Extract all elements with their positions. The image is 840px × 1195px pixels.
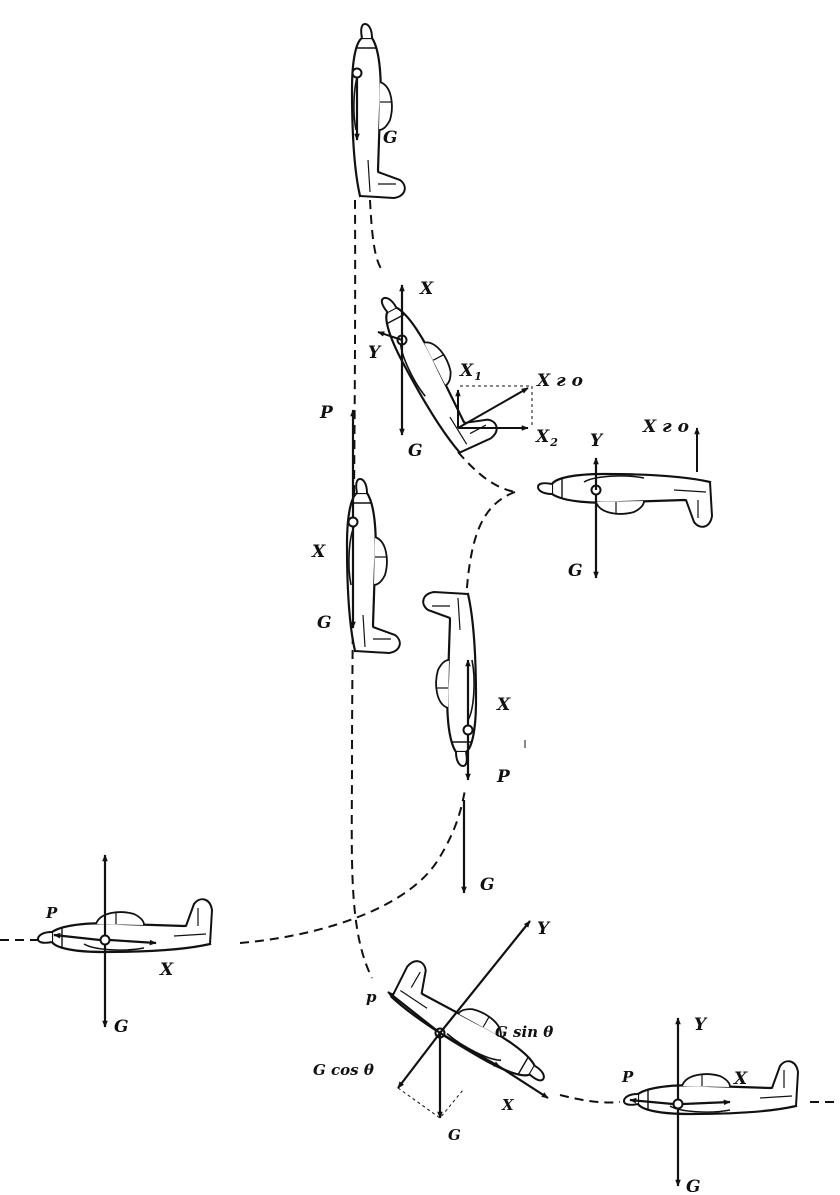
aircraft-vertical-dive: [422, 590, 478, 894]
label-x-pullout: X: [501, 1096, 515, 1114]
aircraft-vertical-top: [350, 22, 406, 200]
label-g-pushover: G: [408, 441, 423, 461]
tail-force-vector: [457, 387, 529, 429]
drag-vector: [499, 1066, 549, 1099]
label-g-sin: G sin θ: [495, 1023, 553, 1041]
g-sin-vector: [439, 1032, 501, 1068]
label-g-top: G: [383, 128, 398, 148]
label-g-pullout: G: [448, 1126, 461, 1144]
label-p-dive: P: [496, 767, 511, 787]
drag-vector: [109, 938, 157, 946]
label-x1: X1: [459, 361, 482, 383]
label-y-inverted: Y: [590, 431, 604, 451]
aircraft-pushover: [370, 278, 533, 460]
label-x-go-pushover: X г о: [536, 371, 583, 391]
label-g-level-right: G: [686, 1177, 701, 1195]
label-g-cos: G cos θ: [313, 1061, 374, 1079]
label-g-inverted: G: [568, 561, 583, 581]
label-x-level-left: X: [159, 960, 174, 980]
g-cos-vector: [397, 1032, 441, 1089]
label-y-pushover: Y: [368, 343, 382, 363]
thrust-vector: [387, 991, 441, 1034]
label-x-go-inverted: X г о: [642, 417, 689, 437]
label-x2: X2: [535, 427, 558, 449]
thrust-vector: [629, 1097, 674, 1106]
aircraft-pullout: [385, 920, 565, 1119]
label-g-level-left: G: [114, 1017, 129, 1037]
label-x-dive: X: [496, 695, 511, 715]
lift-vector: [377, 331, 403, 341]
lift-vector: [439, 920, 531, 1034]
label-x-level-right: X: [733, 1069, 748, 1089]
drag-vector: [682, 1099, 731, 1106]
label-p-level-left: P: [45, 904, 58, 922]
aircraft-level-left: [36, 854, 214, 1028]
aircraft-vertical-left: [345, 409, 401, 655]
label-x-pushover: X: [419, 279, 434, 299]
label-x-left: X: [311, 542, 326, 562]
label-p-level-right: P: [621, 1068, 634, 1086]
label-y-pullout: Y: [537, 919, 551, 939]
aircraft-inverted-top: [536, 427, 714, 579]
label-y-level-right: Y: [694, 1015, 708, 1035]
flight-path: [0, 199, 840, 1104]
label-g-dive: G: [480, 875, 495, 895]
label-g-left: G: [317, 613, 332, 633]
thrust-vector: [53, 932, 101, 942]
aircraft-level-right: [622, 1017, 800, 1187]
label-p-left: P: [319, 403, 334, 423]
label-p-pullout: p: [366, 988, 377, 1006]
